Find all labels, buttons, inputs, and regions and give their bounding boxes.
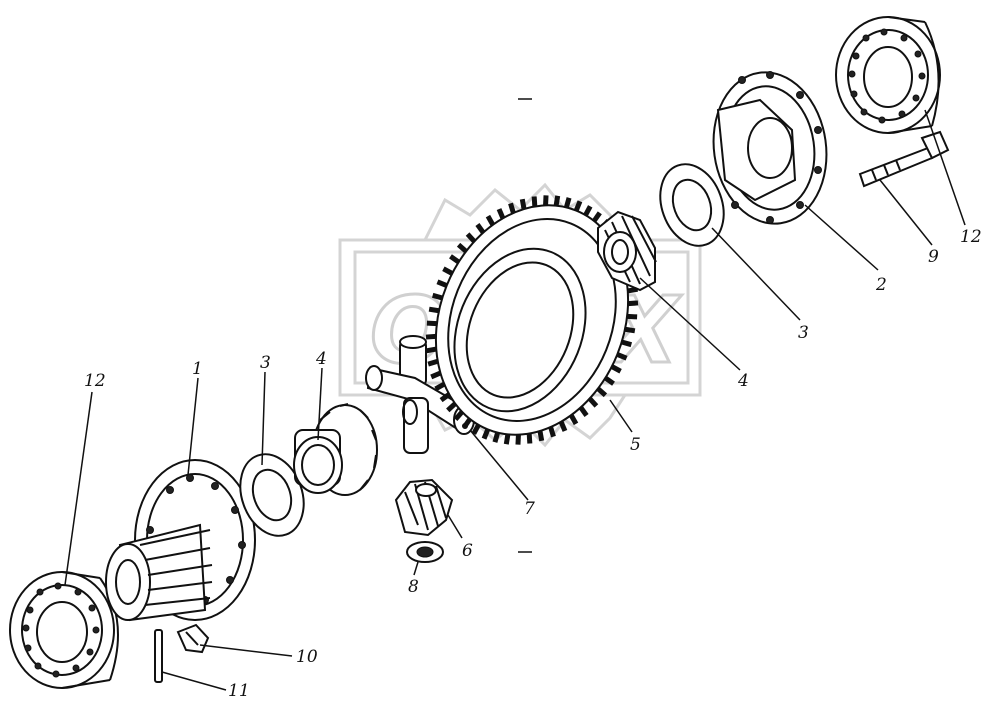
leader-7	[469, 429, 529, 501]
ring-gear-tooth	[465, 232, 477, 244]
side-gear-left	[293, 403, 378, 496]
ring-gear-tooth	[621, 339, 633, 348]
label-4-left: 4	[315, 349, 327, 369]
label-5: 5	[630, 435, 641, 455]
label-12-right: 12	[960, 227, 982, 247]
label-6: 6	[462, 541, 473, 561]
leader-12-right	[924, 109, 966, 226]
ring-gear-tooth	[548, 426, 556, 438]
leader-8	[413, 561, 419, 576]
label-7: 7	[524, 499, 535, 519]
ring-gear-tooth	[425, 346, 437, 354]
ring-gear-tooth	[563, 197, 572, 209]
label-3-left: 3	[260, 353, 271, 373]
ring-gear-tooth	[568, 413, 579, 426]
lock-pin	[154, 629, 163, 683]
leader-4-left	[317, 367, 323, 441]
ring-gear-tooth	[596, 386, 608, 398]
ring-gear-tooth	[610, 364, 622, 374]
bearing-left	[9, 571, 119, 689]
ring-gear-tooth	[503, 433, 511, 445]
leader-5	[609, 399, 633, 433]
leader-11	[161, 671, 227, 691]
leader-lines	[64, 109, 966, 691]
label-2: 2	[875, 275, 887, 295]
ring-gear-tooth	[583, 205, 593, 217]
dash-marks	[518, 98, 532, 553]
ring-gear-tooth	[425, 333, 437, 340]
ring-gear-tooth	[578, 405, 589, 417]
ring-gear-tooth	[496, 208, 506, 220]
ring-gear-tooth	[427, 358, 439, 367]
ring-gear-tooth	[492, 431, 501, 443]
thrust-washer-left	[239, 453, 305, 537]
label-4-right: 4	[737, 371, 749, 391]
ring-gear-tooth	[624, 326, 636, 334]
ring-gear-tooth	[456, 242, 468, 254]
label-8: 8	[408, 577, 419, 597]
ring-gear-tooth	[603, 375, 615, 386]
ring-gear-tooth	[449, 254, 461, 265]
label-1: 1	[192, 359, 203, 379]
label-11: 11	[228, 681, 250, 701]
leader-6	[447, 514, 463, 539]
ring-gear-tooth	[553, 195, 561, 207]
label-10: 10	[296, 647, 318, 667]
ring-gear-tooth	[531, 196, 538, 207]
thrust-washer-right	[659, 163, 725, 247]
ring-gear-tooth	[436, 279, 448, 288]
ring-gear-tooth	[526, 433, 533, 444]
ring-gear-tooth	[471, 423, 481, 435]
ring-gear-tooth	[442, 266, 454, 276]
leader-9	[879, 179, 933, 246]
differential-case-right	[712, 71, 828, 225]
ring-gear-tooth	[573, 200, 583, 212]
leader-4-right	[639, 277, 741, 371]
label-9: 9	[928, 247, 939, 267]
ring-gear-tooth	[481, 428, 491, 440]
ring-gear-tooth	[508, 202, 516, 214]
ring-gear-tooth	[485, 214, 496, 227]
ring-gear-tooth	[537, 430, 545, 442]
ring-gear-tooth	[462, 417, 472, 429]
ring-gear-tooth	[430, 370, 442, 380]
lock-plate	[176, 623, 210, 654]
ring-gear-tooth	[558, 420, 568, 432]
ring-gear-tooth	[453, 410, 464, 422]
differential-case-flange	[105, 459, 256, 622]
label-12-left: 12	[84, 371, 106, 391]
leader-12-left	[64, 391, 93, 586]
ring-gear-tooth	[627, 286, 639, 294]
ring-gear-tooth	[592, 211, 602, 223]
ring-gear-tooth	[519, 198, 527, 210]
ring-gear-tooth	[627, 300, 639, 307]
ring-gear-tooth	[439, 392, 451, 403]
ring-gear-tooth	[587, 396, 599, 408]
ring-gear-tooth	[428, 306, 440, 314]
leader-2	[804, 204, 879, 271]
case-bolt	[858, 130, 950, 188]
ring-gear-tooth	[431, 292, 443, 301]
callout-labels: 12 1 3 4 7 6 8 10 11 5 4 3 2 9 12	[84, 227, 982, 701]
leader-10	[199, 644, 293, 657]
leader-3-left	[261, 371, 266, 466]
side-gear-right	[597, 210, 657, 292]
bearing-right	[835, 16, 941, 134]
ring-gear-tooth	[616, 352, 628, 361]
leader-1	[187, 377, 199, 476]
ring-gear-tooth	[475, 223, 486, 235]
differential-spider	[365, 335, 475, 454]
pinion-washer	[406, 541, 444, 563]
ring-gear-tooth	[446, 401, 457, 413]
label-3-right: 3	[798, 323, 809, 343]
leader-3-right	[711, 227, 801, 321]
spider-pinion	[394, 478, 454, 537]
ring-gear-tooth	[434, 381, 446, 392]
